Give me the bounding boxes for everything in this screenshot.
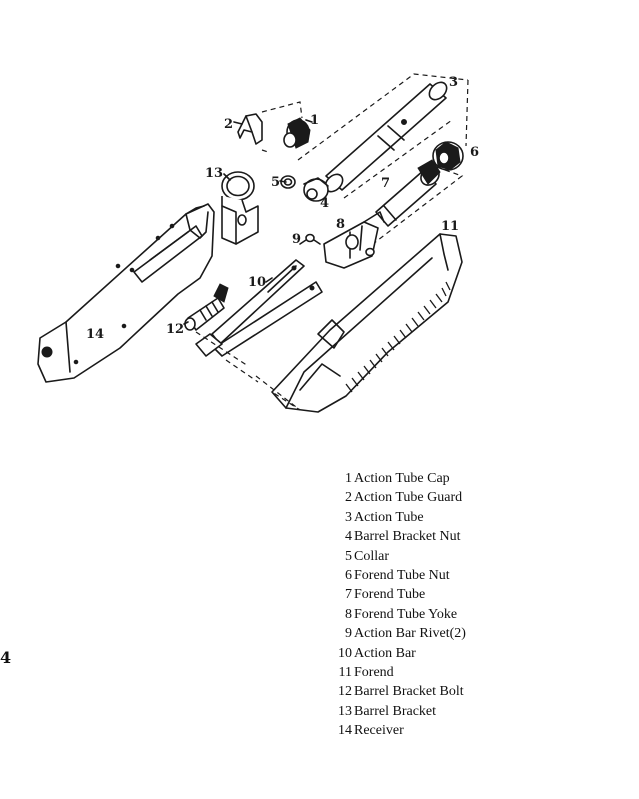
legend-part-name: Barrel Bracket Bolt xyxy=(354,684,464,700)
legend-number: 3 xyxy=(345,509,352,525)
callout-leader-13 xyxy=(223,173,231,181)
collar-part xyxy=(280,175,296,189)
barrel-bracket-bolt-part xyxy=(184,283,249,367)
legend-part-name: Action Tube Guard xyxy=(354,490,463,506)
legend-number: 10 xyxy=(338,645,352,661)
callout-1: 1 xyxy=(310,113,319,128)
callout-leader-10 xyxy=(265,277,273,283)
forend-tube-nut-part xyxy=(432,141,464,171)
callout-6: 6 xyxy=(470,145,479,160)
callout-leader-12 xyxy=(183,321,189,325)
action-tube-part xyxy=(297,73,469,199)
barrel-bracket-nut-part xyxy=(303,177,329,202)
legend-number: 7 xyxy=(345,587,352,603)
margin-mark: 4 xyxy=(0,648,12,667)
legend-number: 1 xyxy=(345,471,352,486)
legend-number: 5 xyxy=(345,548,352,564)
callout-2: 2 xyxy=(224,117,233,132)
callout-9: 9 xyxy=(292,232,301,247)
legend-number: 13 xyxy=(338,703,352,719)
legend-part-name: Forend Tube Yoke xyxy=(354,606,458,622)
legend-number: 8 xyxy=(345,606,352,622)
legend-part-name: Barrel Bracket Nut xyxy=(354,529,461,545)
action-bar-part xyxy=(195,259,323,383)
legend-part-name: Forend Tube xyxy=(354,587,426,603)
callout-4: 4 xyxy=(320,196,329,211)
legend-part-name: Action Bar Rivet(2) xyxy=(354,626,466,642)
legend-part-name: Action Bar xyxy=(354,645,416,661)
callout-3: 3 xyxy=(449,75,458,90)
exploded-view-diagram: 1 2 3 4 5 6 7 8 9 10 11 12 13 14 xyxy=(37,73,479,413)
callout-13: 13 xyxy=(205,166,223,181)
callout-8: 8 xyxy=(336,217,345,232)
receiver-part xyxy=(37,203,215,383)
callout-11: 11 xyxy=(441,219,459,234)
callout-leader-2 xyxy=(233,121,243,125)
callout-12: 12 xyxy=(166,322,184,337)
legend-part-name: Collar xyxy=(354,548,389,564)
action-tube-cap-part xyxy=(283,117,311,149)
legend-part-name: Barrel Bracket xyxy=(354,703,437,719)
legend-number: 11 xyxy=(338,664,352,680)
callout-leader-5 xyxy=(279,180,287,183)
callout-leader-9 xyxy=(299,239,307,245)
legend-part-name: Forend xyxy=(354,664,394,680)
forend-part xyxy=(255,233,463,413)
action-bar-rivet-part xyxy=(305,233,375,257)
forend-tube-yoke-part xyxy=(323,211,385,269)
legend-number: 4 xyxy=(345,529,352,545)
legend-part-name: Receiver xyxy=(354,723,404,739)
barrel-bracket-part xyxy=(221,171,259,245)
callout-leader-1 xyxy=(305,119,313,123)
legend-number: 2 xyxy=(345,490,352,506)
callout-5: 5 xyxy=(271,175,280,190)
callout-7: 7 xyxy=(381,176,390,191)
callout-10: 10 xyxy=(248,275,266,290)
action-tube-guard-part xyxy=(237,113,263,145)
legend-number: 9 xyxy=(345,626,352,642)
legend-number: 12 xyxy=(338,684,352,700)
callout-14: 14 xyxy=(86,327,104,342)
legend-part-name: Forend Tube Nut xyxy=(354,567,450,583)
legend-number: 14 xyxy=(338,723,352,739)
legend-part-name: Action Tube xyxy=(354,509,424,525)
legend-part-name: Action Tube Cap xyxy=(354,471,450,486)
legend-number: 6 xyxy=(345,567,352,583)
